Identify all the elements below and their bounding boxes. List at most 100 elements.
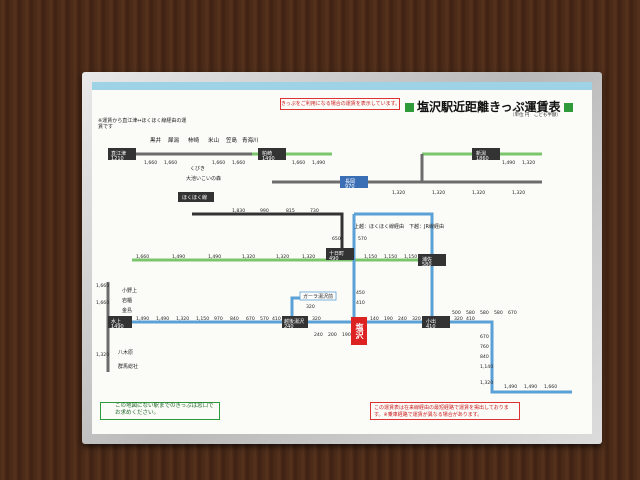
hokuhoku-line — [192, 212, 344, 260]
svg-text:1,660: 1,660 — [232, 160, 245, 166]
svg-text:1,490: 1,490 — [172, 254, 185, 260]
svg-text:970: 970 — [214, 316, 223, 322]
svg-text:320: 320 — [312, 316, 321, 322]
middle-fares: 1,830 990 815 730 650 570 — [232, 208, 367, 242]
tadami-line — [432, 320, 572, 394]
svg-text:1,490: 1,490 — [208, 254, 221, 260]
svg-text:1,660: 1,660 — [96, 300, 109, 306]
svg-text:1,660: 1,660 — [136, 254, 149, 260]
svg-text:1,660: 1,660 — [544, 384, 557, 390]
svg-text:240: 240 — [314, 332, 323, 338]
top-station-5: 笠島 — [226, 136, 238, 144]
fare-board: 直江津 1210 柏崎 1490 長岡 970 新潟 1860 十日町 490 … — [92, 82, 592, 434]
svg-text:1,490: 1,490 — [156, 316, 169, 322]
kashiwazaki-name: 柏崎 — [262, 150, 272, 157]
svg-text:840: 840 — [480, 354, 489, 360]
other-station-2: 群馬総社 — [118, 363, 138, 370]
top-fares: 1,660 1,660 1,660 1,660 1,660 1,490 1,49… — [144, 160, 535, 196]
svg-text:410: 410 — [356, 300, 365, 306]
hokuhoku-label-box — [178, 192, 214, 202]
gala-fare: 320 — [306, 304, 315, 310]
svg-text:1,140: 1,140 — [480, 364, 493, 370]
naoetsu-fare: 1210 — [111, 156, 124, 162]
other-station-1: 八木原 — [118, 349, 133, 356]
joetsu-upper — [354, 212, 434, 260]
svg-text:1,830: 1,830 — [232, 208, 245, 214]
svg-text:190: 190 — [342, 332, 351, 338]
svg-text:1,150: 1,150 — [404, 254, 417, 260]
svg-text:240: 240 — [398, 316, 407, 322]
yuzawa-box — [282, 316, 308, 328]
svg-text:1,490: 1,490 — [502, 160, 515, 166]
top-station-1: 黒井 — [150, 136, 162, 144]
nagaoka-name: 長岡 — [345, 179, 355, 185]
header-band — [92, 82, 592, 90]
svg-text:1,660: 1,660 — [212, 160, 225, 166]
urasa-box — [418, 254, 446, 266]
svg-text:580: 580 — [480, 310, 489, 316]
gala-box — [299, 291, 337, 301]
nagaoka-fare: 970 — [345, 184, 355, 190]
urasa-fare: 580 — [422, 262, 432, 268]
tadami-fares: 1,490 1,490 1,660 — [504, 384, 557, 390]
svg-text:1,150: 1,150 — [196, 316, 209, 322]
bottom-red-notice: この運賃表は在来線経由の最短経路で運賃を掲出しております。※乗車経路で運賃が異な… — [370, 402, 520, 420]
board-title: 塩沢駅近距離きっぷ運賃表 — [402, 98, 576, 115]
niigata-name: 新潟 — [476, 150, 486, 157]
svg-text:580: 580 — [494, 310, 503, 316]
oike-label: 大池いこいの森 — [186, 175, 221, 182]
svg-text:580: 580 — [466, 310, 475, 316]
svg-text:1,320: 1,320 — [276, 254, 289, 260]
top-note: ※運賃から直江津↔ほくほく線経由の運賃です — [98, 118, 187, 130]
svg-text:760: 760 — [480, 344, 489, 350]
title-text: 塩沢駅近距離きっぷ運賃表 — [417, 100, 561, 114]
kashiwazaki-fare: 1490 — [262, 156, 275, 162]
svg-text:1,660: 1,660 — [164, 160, 177, 166]
minakami-name: 水上 — [111, 318, 121, 325]
svg-text:730: 730 — [310, 208, 319, 214]
vertical-right-fares: 670 760 840 1,140 1,320 — [480, 334, 493, 386]
svg-text:570: 570 — [358, 236, 367, 242]
right-fares: 500 580 580 580 670 — [452, 310, 517, 316]
hokuhoku-label: ほくほく線 — [182, 194, 207, 201]
top-station-3: 柿崎 — [188, 136, 200, 144]
nagaoka-box — [340, 176, 368, 188]
svg-text:1,660: 1,660 — [292, 160, 305, 166]
svg-text:1,660: 1,660 — [144, 160, 157, 166]
svg-text:840: 840 — [230, 316, 239, 322]
joetsu-fares: 240 200 190 140 190 240 320 320 410 — [314, 316, 475, 338]
svg-text:1,490: 1,490 — [504, 384, 517, 390]
svg-text:670: 670 — [246, 316, 255, 322]
svg-text:1,320: 1,320 — [432, 190, 445, 196]
minakami-fare: 1490 — [111, 324, 124, 330]
svg-text:190: 190 — [384, 316, 393, 322]
tokamachi-box — [326, 248, 354, 260]
green-square-icon — [405, 103, 414, 112]
svg-text:320: 320 — [454, 316, 463, 322]
svg-text:650: 650 — [332, 236, 341, 242]
svg-text:1,150: 1,150 — [384, 254, 397, 260]
vertical-fares: 450 410 — [356, 290, 365, 306]
svg-text:570: 570 — [260, 316, 269, 322]
bottom-left-notice: この地図にない駅までのきっぷは窓口でお求めください。 — [100, 402, 220, 420]
main-fares: 1,490 1,490 1,320 1,150 970 840 670 570 … — [136, 316, 321, 322]
notice-red: きっぷをご利用になる場合の運賃を表示しています。 — [280, 98, 400, 110]
svg-text:990: 990 — [260, 208, 269, 214]
urasa-name: 浦佐 — [422, 256, 432, 263]
svg-text:200: 200 — [328, 332, 337, 338]
svg-text:500: 500 — [452, 310, 461, 316]
svg-text:1,490: 1,490 — [312, 160, 325, 166]
top-station-6: 青海川 — [242, 136, 259, 144]
svg-text:670: 670 — [508, 310, 517, 316]
svg-text:1,320: 1,320 — [96, 352, 109, 358]
left-column-fares: 1,660 1,660 1,320 — [96, 283, 109, 358]
koide-box — [422, 316, 450, 328]
naoetsu-box — [108, 148, 136, 160]
left-station-2: 岩櫃 — [122, 297, 132, 304]
svg-text:670: 670 — [480, 334, 489, 340]
svg-text:1,320: 1,320 — [480, 380, 493, 386]
niigata-box — [472, 148, 500, 160]
koide-name: 小出 — [426, 318, 436, 325]
svg-text:1,320: 1,320 — [176, 316, 189, 322]
left-station-3: 金島 — [122, 307, 132, 314]
